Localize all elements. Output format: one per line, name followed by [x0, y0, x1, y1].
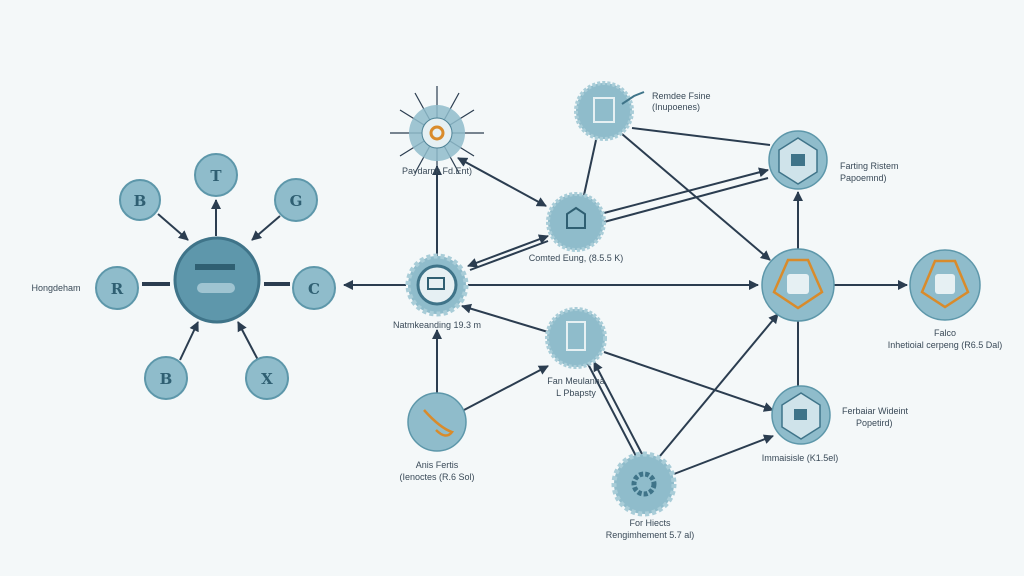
- satellite-letter: B: [160, 370, 173, 388]
- satellite-x[interactable]: X: [245, 356, 289, 400]
- edge-content-ranking-2: [603, 177, 769, 223]
- satellite-letter: C: [308, 280, 320, 298]
- natural-label: Natmkeanding 19.3 m: [393, 320, 481, 330]
- anis-node[interactable]: [407, 392, 467, 452]
- edge-bottomgear-center: [659, 313, 779, 457]
- hub-cluster: B T G R C B X Hongdeham: [31, 153, 336, 400]
- bottom-right-label-2: Popetird): [856, 418, 893, 428]
- edge-sunburst-content: [457, 157, 547, 207]
- fan-label-1: Fan Meulanna: [547, 376, 605, 386]
- bottom-right-label-1: Ferbaiar Wideint: [842, 406, 909, 416]
- ranking-node[interactable]: [768, 130, 828, 190]
- file-icon: [794, 409, 807, 420]
- edge-fan-bottomgear: [587, 363, 637, 457]
- satellite-b2[interactable]: B: [144, 356, 188, 400]
- satellite-letter: R: [111, 280, 124, 298]
- bottom-gear-node[interactable]: [611, 451, 677, 517]
- remote-label-2: (Inupoenes): [652, 102, 700, 112]
- remote-node[interactable]: [574, 81, 645, 141]
- satellite-b[interactable]: B: [119, 179, 161, 221]
- fan-node[interactable]: [545, 307, 607, 369]
- center-node[interactable]: [761, 248, 835, 322]
- ranking-label-2: Papoemnd): [840, 173, 887, 183]
- sunburst-node[interactable]: [390, 86, 484, 180]
- content-node[interactable]: [546, 192, 606, 252]
- edge-remote-center: [621, 133, 771, 261]
- edge-x-hub: [237, 321, 259, 361]
- edge-anis-fan: [463, 365, 549, 411]
- remote-label-1: Remdee Fsine: [652, 91, 711, 101]
- edge-content-ranking: [603, 167, 769, 214]
- edge-content-remote: [583, 139, 597, 196]
- ranking-label-1: Farting Ristem: [840, 161, 899, 171]
- monitor-icon: [427, 277, 445, 290]
- edge-bottomgear-bottomright: [673, 434, 774, 475]
- anis-label-1: Anis Fertis: [416, 460, 459, 470]
- tool-icon: [423, 409, 455, 437]
- hub-node[interactable]: [173, 236, 261, 324]
- chart-line-icon: [621, 91, 645, 105]
- edge-fan-nat: [461, 303, 549, 333]
- edge-b-hub: [157, 213, 189, 241]
- edges: [142, 127, 908, 475]
- hub-label: Hongdeham: [31, 283, 80, 293]
- edge-fan-bottomright: [603, 351, 774, 412]
- sunburst-label: Paydarnk Fd.Ent): [402, 166, 472, 176]
- document-icon: [593, 97, 615, 123]
- gear-icon: [631, 471, 657, 497]
- falco-label-1: Falco: [934, 328, 956, 338]
- falco-node[interactable]: [909, 249, 981, 321]
- satellite-t[interactable]: T: [194, 153, 238, 197]
- satellite-letter: G: [290, 192, 303, 210]
- edge-b2-hub: [179, 321, 199, 361]
- satellite-c[interactable]: C: [292, 266, 336, 310]
- edge-remote-ranking: [631, 127, 771, 146]
- home-icon: [566, 206, 586, 229]
- network-icon: [787, 274, 809, 294]
- falco-label-2: Inhetioial cerpeng (R6.5 Dal): [888, 340, 1003, 350]
- edge-nat-content-2: [469, 240, 549, 271]
- satellite-letter: X: [261, 370, 273, 388]
- satellite-r[interactable]: R: [95, 266, 139, 310]
- satellite-g[interactable]: G: [274, 178, 318, 222]
- hub-pill-icon: [197, 283, 235, 293]
- list-document-icon: [566, 321, 586, 351]
- device-icon: [935, 274, 955, 294]
- bottom-right-label-below: Immaisisle (K1.5el): [762, 453, 839, 463]
- content-label: Comted Eung, (8.5.5 K): [529, 253, 624, 263]
- satellite-letter: B: [134, 192, 147, 210]
- edge-fan-bottomgear-2: [593, 361, 643, 455]
- bottom-gear-label-1: For Hiects: [629, 518, 671, 528]
- satellite-letter: T: [210, 167, 222, 185]
- bottom-gear-label-2: Rengimhement 5.7 al): [606, 530, 695, 540]
- edge-nat-content: [467, 234, 549, 268]
- target-icon: [429, 125, 445, 141]
- natural-node[interactable]: [405, 253, 469, 317]
- bottom-right-node[interactable]: [771, 385, 831, 445]
- briefcase-icon: [791, 154, 805, 166]
- fan-label-2: L Pbapsty: [556, 388, 596, 398]
- hub-bar-icon: [195, 264, 235, 270]
- edge-g-hub: [251, 215, 281, 241]
- anis-label-2: (Ienoctes (R.6 Sol): [399, 472, 474, 482]
